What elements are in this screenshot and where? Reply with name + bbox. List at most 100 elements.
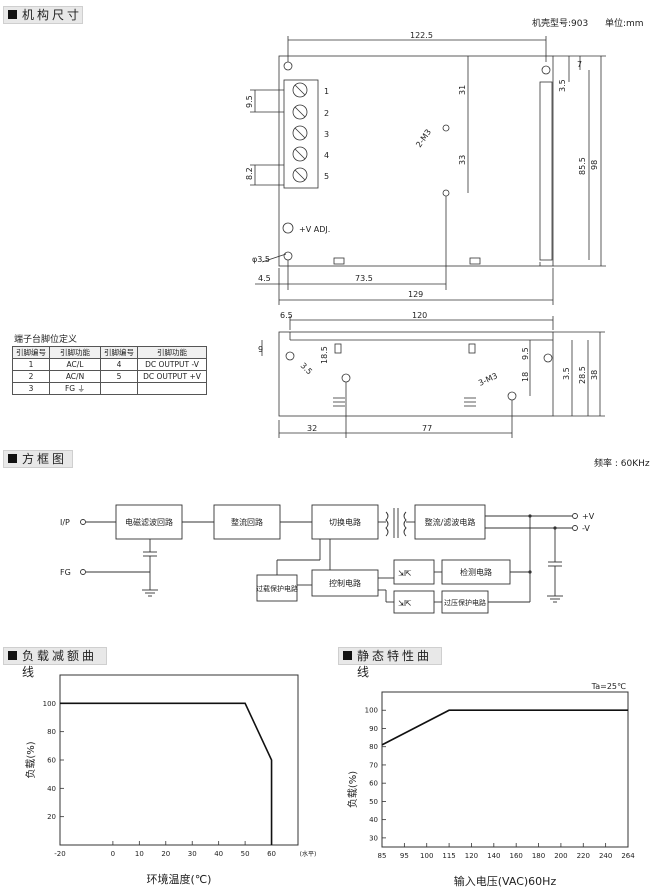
y-tick-label: 60	[369, 780, 378, 788]
table-cell: 2	[12, 370, 50, 383]
detect-box	[441, 559, 511, 585]
case-model: 机壳型号:903	[532, 19, 589, 29]
pin-number: 5	[324, 172, 329, 181]
output-rectifier-box	[414, 504, 486, 540]
x-tick-label: 20	[161, 850, 170, 858]
dim-label: 2-M3	[414, 128, 433, 150]
dim-label: 18.5	[320, 346, 329, 364]
x-tick-label: -20	[54, 850, 65, 858]
x-tick-label: 240	[599, 852, 612, 860]
dim-label: 122.5	[410, 31, 433, 40]
output-rectifier-label: 整流/滤波电路	[425, 517, 476, 527]
frequency-label: 频率 : 60KHz	[594, 459, 650, 469]
x-tick-label: 95	[400, 852, 409, 860]
positive-output-label: +V	[582, 512, 595, 521]
mount-hole	[341, 373, 351, 383]
side-rail	[539, 81, 553, 261]
table-cell: AC/N	[49, 370, 101, 383]
transformer-coil-icon	[385, 511, 389, 537]
terminal-icon	[80, 519, 86, 525]
table-cell	[137, 382, 207, 395]
y-tick-label: 80	[47, 728, 56, 736]
header-cell: 引脚编号	[100, 346, 138, 359]
y-tick-label: 100	[365, 707, 378, 715]
ovp-label: 过压保护电路	[444, 598, 486, 607]
dim-label: 31	[458, 85, 467, 95]
terminal-icon	[572, 525, 578, 531]
emi-filter-box	[115, 504, 183, 540]
section-title: 静态特性曲线	[357, 649, 433, 679]
series-line	[381, 709, 628, 746]
terminal-icon	[80, 569, 86, 575]
dim-label: 73.5	[355, 274, 373, 283]
y-tick-label: 80	[369, 743, 378, 751]
bullet-square-icon	[8, 651, 17, 660]
pin-table-header-row: 引脚编号 引脚功能 引脚编号 引脚功能	[12, 346, 207, 359]
header-cell: 引脚功能	[49, 346, 101, 359]
y-tick-label: 50	[369, 798, 378, 806]
x-axis-label: 环境温度(℃)	[147, 872, 212, 886]
y-tick-label: 40	[47, 785, 56, 793]
y-tick-label: 30	[369, 834, 378, 842]
header-cell: 引脚功能	[137, 346, 207, 359]
y-tick-label: 20	[47, 813, 56, 821]
x-tick-label: 180	[532, 852, 545, 860]
dim-label: 18	[521, 372, 530, 382]
switch-box	[311, 504, 379, 540]
dim-label: 129	[408, 290, 423, 299]
table-cell: DC OUTPUT +V	[137, 370, 207, 383]
section-title: 机构尺寸	[22, 8, 83, 22]
mount-hole	[283, 61, 293, 71]
header-cell: 引脚编号	[12, 346, 50, 359]
bullet-square-icon	[8, 454, 17, 463]
y-tick-label: 90	[369, 725, 378, 733]
switch-label: 切换电路	[329, 517, 361, 527]
x-tick-label: 50	[241, 850, 250, 858]
dim-label: 120	[412, 311, 427, 320]
ip-label: I/P	[60, 518, 70, 527]
table-cell: DC OUTPUT -V	[137, 358, 207, 371]
vadj-pot	[282, 222, 294, 234]
unit-label: 单位:mm	[605, 19, 644, 29]
mount-hole	[442, 124, 450, 132]
table-cell: AC/L	[49, 358, 101, 371]
table-row: 1 AC/L 4 DC OUTPUT -V	[12, 358, 207, 371]
table-row: 2 AC/N 5 DC OUTPUT +V	[12, 370, 207, 383]
control-label: 控制电路	[329, 578, 361, 588]
x-tick-label: 220	[577, 852, 590, 860]
terminal-icon	[572, 513, 578, 519]
ovp-box	[441, 590, 489, 614]
dim-label: 8.2	[245, 167, 254, 180]
pin-table: 引脚编号 引脚功能 引脚编号 引脚功能 1 AC/L 4 DC OUTPUT -…	[12, 346, 207, 395]
x-tick-label: 140	[487, 852, 500, 860]
ground-icon	[547, 595, 563, 603]
mount-hole	[442, 189, 450, 197]
series-line	[60, 702, 273, 845]
ocp-label: 过载保护电路	[256, 584, 298, 593]
x-tick-label: 60	[267, 850, 276, 858]
x-tick-label: 264	[621, 852, 635, 860]
optocoupler-box	[393, 559, 435, 585]
dim-label: 85.5	[578, 157, 587, 175]
mount-hole	[541, 65, 551, 75]
optocoupler-icon: ⇲⇱	[398, 599, 412, 608]
dim-label: 32	[307, 424, 317, 433]
table-cell: 5	[100, 370, 138, 383]
x-axis-label: 输入电压(VAC)60Hz	[454, 874, 557, 888]
top-view-outline	[278, 55, 554, 267]
mount-hole	[543, 353, 553, 363]
pin-number: 4	[324, 151, 329, 160]
x-tick-label: 160	[509, 852, 522, 860]
bullet-square-icon	[8, 10, 17, 19]
vadj-label: +V ADJ.	[299, 225, 330, 234]
dim-label: 77	[422, 424, 432, 433]
bullet-square-icon	[343, 651, 352, 660]
dim-label: 6.5	[280, 311, 293, 320]
mount-hole	[283, 251, 293, 261]
mount-hole	[285, 351, 295, 361]
ocp-box	[256, 574, 298, 602]
x-tick-label: 85	[378, 852, 387, 860]
pin-number: 2	[324, 109, 329, 118]
